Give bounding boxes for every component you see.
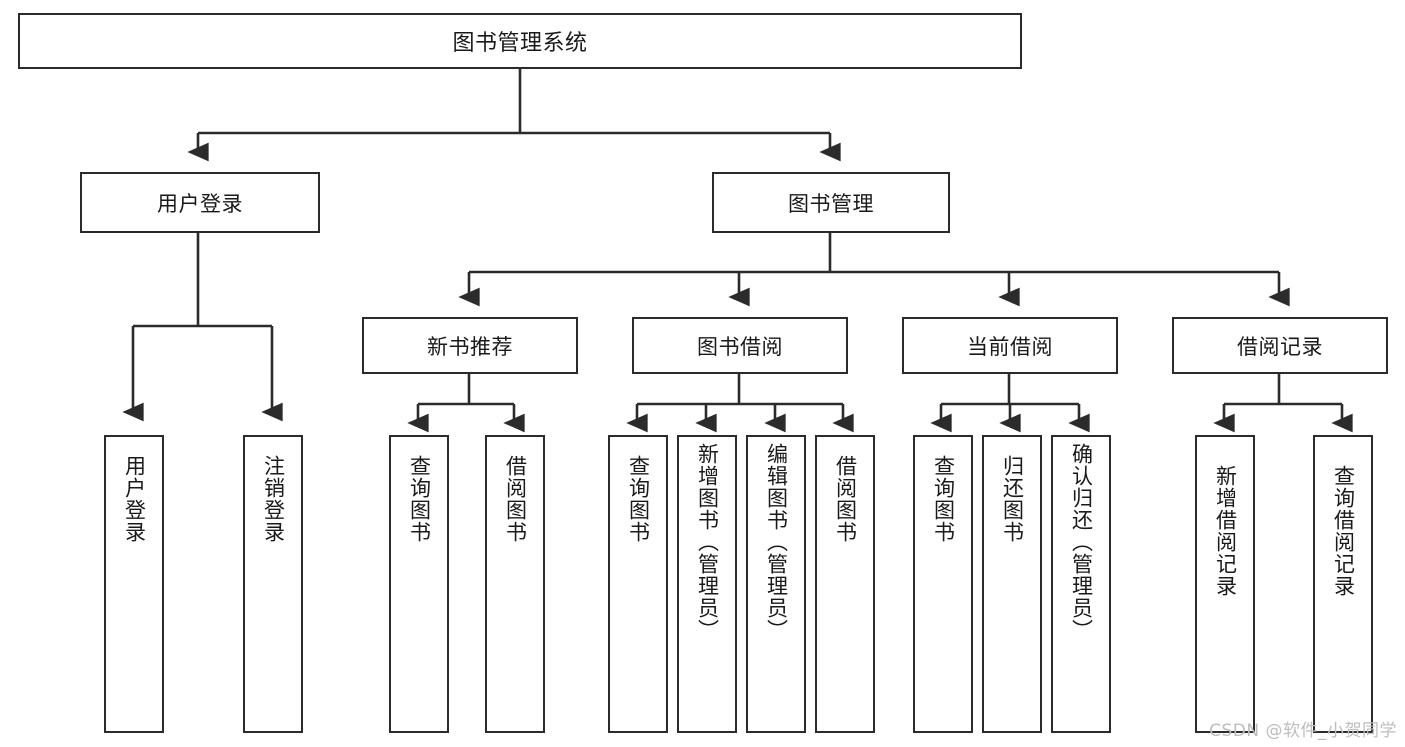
node-book-borrow[interactable]: 图书借阅	[632, 317, 848, 374]
node-leaf-borrow-add-book-label: 新增图书（管理员）	[695, 443, 720, 641]
node-leaf-rec-add-record-label: 新增借阅记录	[1213, 465, 1238, 597]
node-leaf-rec-borrow-book-label: 借阅图书	[503, 455, 528, 543]
node-leaf-borrow-edit-book[interactable]: 编辑图书（管理员）	[746, 435, 806, 733]
node-current-borrow[interactable]: 当前借阅	[902, 317, 1118, 374]
node-leaf-user-logout[interactable]: 注销登录	[243, 435, 303, 733]
node-leaf-cur-confirm-return-label: 确认归还（管理员）	[1069, 443, 1094, 641]
node-leaf-borrow-borrow-book-label: 借阅图书	[833, 455, 858, 543]
node-leaf-rec-query-record[interactable]: 查询借阅记录	[1313, 435, 1373, 733]
node-leaf-borrow-borrow-book[interactable]: 借阅图书	[815, 435, 875, 733]
node-leaf-cur-query-book[interactable]: 查询图书	[913, 435, 973, 733]
node-leaf-cur-query-book-label: 查询图书	[931, 455, 956, 543]
node-leaf-borrow-query-book[interactable]: 查询图书	[608, 435, 668, 733]
node-book-manage[interactable]: 图书管理	[712, 172, 950, 233]
node-leaf-cur-return-book[interactable]: 归还图书	[982, 435, 1042, 733]
node-leaf-cur-confirm-return[interactable]: 确认归还（管理员）	[1051, 435, 1111, 733]
node-leaf-borrow-query-book-label: 查询图书	[626, 455, 651, 543]
node-new-book-rec[interactable]: 新书推荐	[362, 317, 578, 374]
node-leaf-rec-query-record-label: 查询借阅记录	[1331, 465, 1356, 597]
node-leaf-rec-query-book-label: 查询图书	[407, 455, 432, 543]
node-leaf-borrow-add-book[interactable]: 新增图书（管理员）	[677, 435, 737, 733]
node-leaf-rec-borrow-book[interactable]: 借阅图书	[485, 435, 545, 733]
node-leaf-borrow-edit-book-label: 编辑图书（管理员）	[764, 443, 789, 641]
csdn-watermark: CSDN @软件_小贺同学	[1209, 721, 1397, 741]
node-root[interactable]: 图书管理系统	[18, 13, 1022, 69]
node-leaf-user-login-label: 用户登录	[122, 455, 147, 543]
node-user-login[interactable]: 用户登录	[80, 172, 320, 233]
node-leaf-user-logout-label: 注销登录	[261, 455, 286, 543]
node-leaf-rec-query-book[interactable]: 查询图书	[389, 435, 449, 733]
node-borrow-record[interactable]: 借阅记录	[1172, 317, 1388, 374]
node-leaf-rec-add-record[interactable]: 新增借阅记录	[1195, 435, 1255, 733]
node-leaf-user-login[interactable]: 用户登录	[104, 435, 164, 733]
node-leaf-cur-return-book-label: 归还图书	[1000, 455, 1025, 543]
